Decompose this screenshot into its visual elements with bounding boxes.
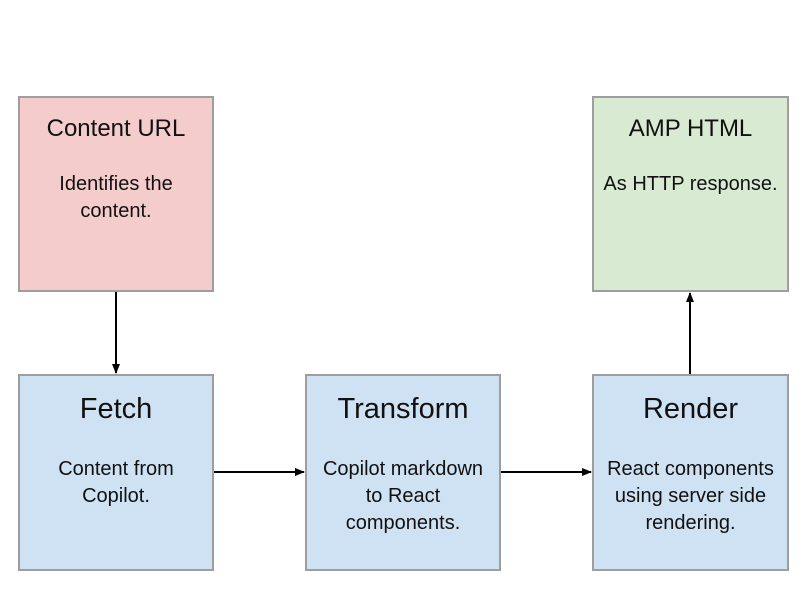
node-fetch: Fetch Content from Copilot. xyxy=(18,374,214,571)
node-amp-html-title: AMP HTML xyxy=(628,115,753,142)
node-amp-html: AMP HTML As HTTP response. xyxy=(592,96,789,292)
node-transform-title: Transform xyxy=(337,393,469,425)
node-content-url: Content URL Identifies the content. xyxy=(18,96,214,292)
node-fetch-title: Fetch xyxy=(79,393,153,425)
node-amp-html-desc: As HTTP response. xyxy=(603,173,778,195)
node-render-desc: React components using server side rende… xyxy=(607,458,774,534)
node-content-url-desc: Identifies the content. xyxy=(59,173,173,222)
node-render: Render React components using server sid… xyxy=(592,374,789,571)
node-fetch-desc: Content from Copilot. xyxy=(58,458,174,507)
node-transform-desc: Copilot markdown to React components. xyxy=(322,458,484,534)
node-transform: Transform Copilot markdown to React comp… xyxy=(305,374,501,571)
node-content-url-title: Content URL xyxy=(46,115,186,142)
node-render-title: Render xyxy=(642,393,739,425)
